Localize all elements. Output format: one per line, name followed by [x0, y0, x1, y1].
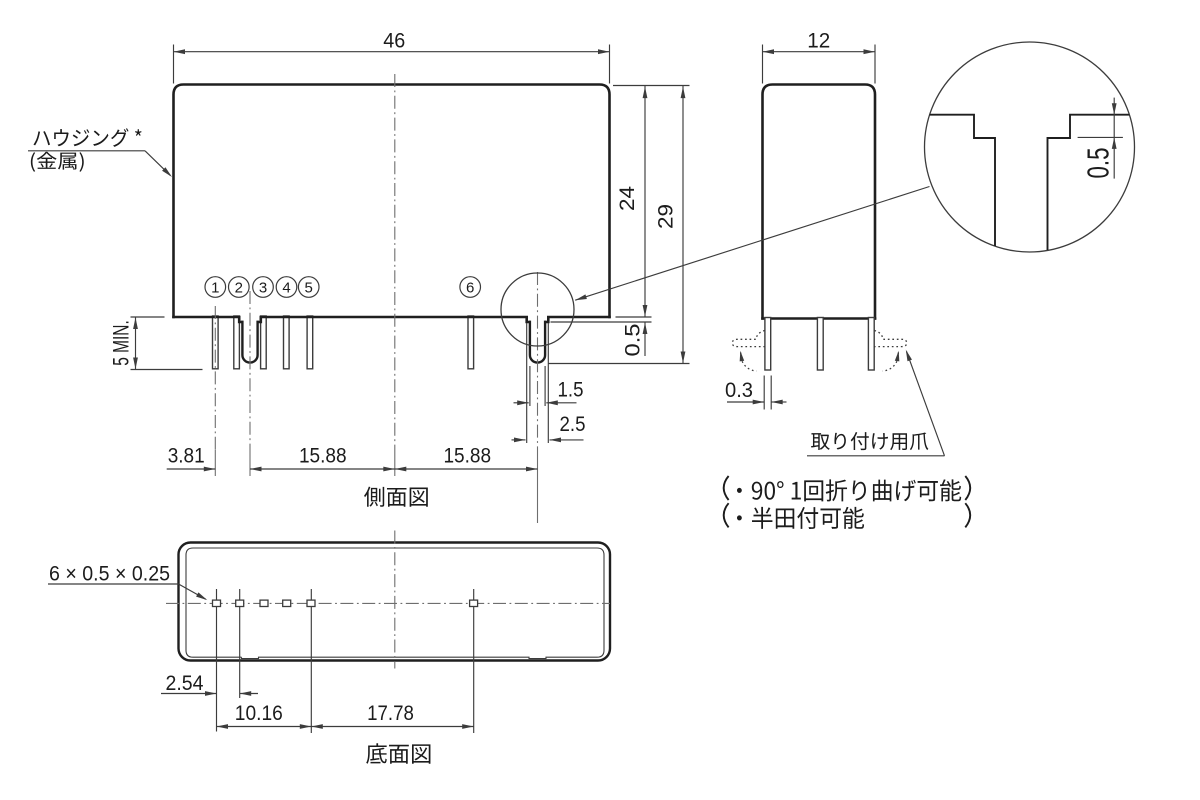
svg-text:0.5: 0.5	[622, 324, 645, 357]
svg-text:5: 5	[305, 279, 313, 296]
svg-text:12: 12	[807, 30, 830, 53]
svg-text:17.78: 17.78	[367, 702, 414, 725]
svg-text:24: 24	[616, 186, 639, 211]
svg-text:15.88: 15.88	[299, 445, 347, 468]
svg-text:10.16: 10.16	[235, 702, 283, 725]
svg-text:15.88: 15.88	[443, 445, 491, 468]
svg-text:0.5: 0.5	[1081, 148, 1116, 179]
svg-text:46: 46	[383, 30, 405, 53]
svg-text:6 × 0.5 × 0.25: 6 × 0.5 × 0.25	[49, 563, 170, 586]
svg-text:3: 3	[259, 279, 267, 296]
svg-text:2.54: 2.54	[166, 672, 204, 695]
svg-text:2: 2	[235, 279, 243, 296]
svg-text:2.5: 2.5	[560, 413, 586, 436]
svg-text:5 MIN.: 5 MIN.	[109, 320, 134, 366]
svg-text:1: 1	[211, 279, 219, 296]
svg-text:1.5: 1.5	[558, 379, 584, 402]
svg-text:6: 6	[466, 279, 474, 296]
svg-text:3.81: 3.81	[168, 445, 205, 468]
svg-text:4: 4	[282, 279, 290, 296]
svg-text:29: 29	[655, 204, 678, 229]
svg-text:0.3: 0.3	[725, 379, 753, 402]
